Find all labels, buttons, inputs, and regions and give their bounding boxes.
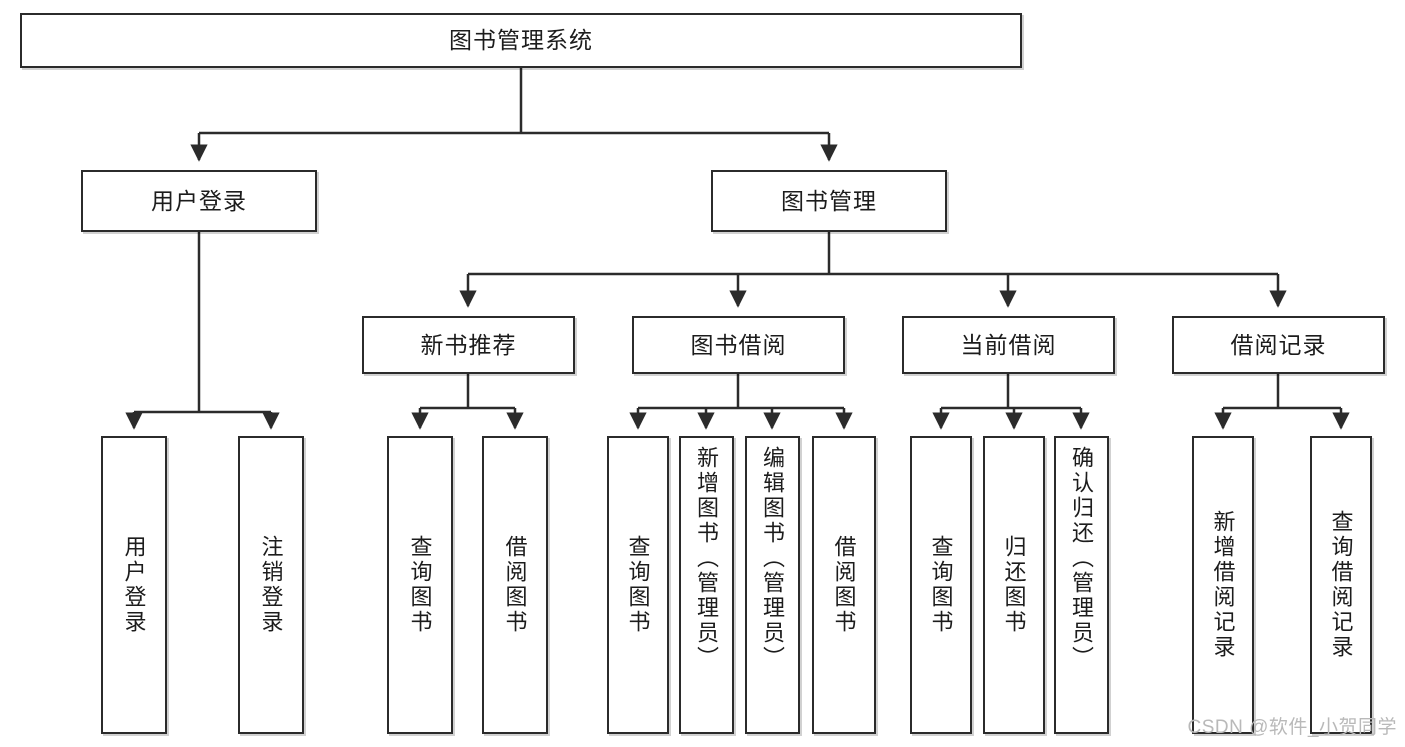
node-label: 用户登录 [121, 535, 147, 635]
node-label: 新增借阅记录 [1210, 510, 1236, 660]
node-leaf-borrow-book[interactable]: 借阅图书 [812, 436, 876, 734]
node-label: 当前借阅 [960, 331, 1057, 358]
node-user-login[interactable]: 用户登录 [81, 170, 317, 232]
node-label: 图书管理 [781, 187, 877, 214]
node-current-borrow[interactable]: 当前借阅 [902, 316, 1115, 374]
node-label: 查询图书 [625, 535, 651, 635]
node-root-system[interactable]: 图书管理系统 [20, 13, 1022, 68]
node-book-borrow[interactable]: 图书借阅 [632, 316, 845, 374]
node-label: 新增图书（管理员） [694, 446, 720, 671]
node-label: 借阅记录 [1230, 331, 1327, 358]
node-label: 图书借阅 [690, 331, 787, 358]
node-new-book-recommend[interactable]: 新书推荐 [362, 316, 575, 374]
node-label: 借阅图书 [502, 535, 528, 635]
node-leaf-query-book-borrow[interactable]: 查询图书 [607, 436, 669, 734]
node-leaf-add-book-admin[interactable]: 新增图书（管理员） [679, 436, 734, 734]
node-leaf-query-borrow-record[interactable]: 查询借阅记录 [1310, 436, 1372, 734]
node-leaf-return-book[interactable]: 归还图书 [983, 436, 1045, 734]
node-label: 归还图书 [1001, 535, 1027, 635]
watermark-text: CSDN @软件_小贺同学 [1187, 717, 1397, 738]
node-label: 查询图书 [407, 535, 433, 635]
node-label: 借阅图书 [831, 535, 857, 635]
node-label: 图书管理系统 [449, 27, 593, 54]
node-leaf-edit-book-admin[interactable]: 编辑图书（管理员） [745, 436, 800, 734]
node-label: 查询图书 [928, 535, 954, 635]
node-leaf-query-book-current[interactable]: 查询图书 [910, 436, 972, 734]
node-label: 编辑图书（管理员） [760, 446, 786, 671]
node-leaf-confirm-return-admin[interactable]: 确认归还（管理员） [1054, 436, 1109, 734]
node-label: 新书推荐 [420, 331, 517, 358]
node-label: 注销登录 [258, 535, 284, 635]
node-label: 查询借阅记录 [1328, 510, 1354, 660]
node-leaf-user-logout[interactable]: 注销登录 [238, 436, 304, 734]
node-label: 用户登录 [151, 187, 247, 214]
node-leaf-user-login[interactable]: 用户登录 [101, 436, 167, 734]
node-leaf-borrow-book-recommend[interactable]: 借阅图书 [482, 436, 548, 734]
node-leaf-query-book-recommend[interactable]: 查询图书 [387, 436, 453, 734]
node-borrow-records[interactable]: 借阅记录 [1172, 316, 1385, 374]
node-leaf-add-borrow-record[interactable]: 新增借阅记录 [1192, 436, 1254, 734]
node-label: 确认归还（管理员） [1069, 446, 1095, 671]
node-book-manage[interactable]: 图书管理 [711, 170, 947, 232]
